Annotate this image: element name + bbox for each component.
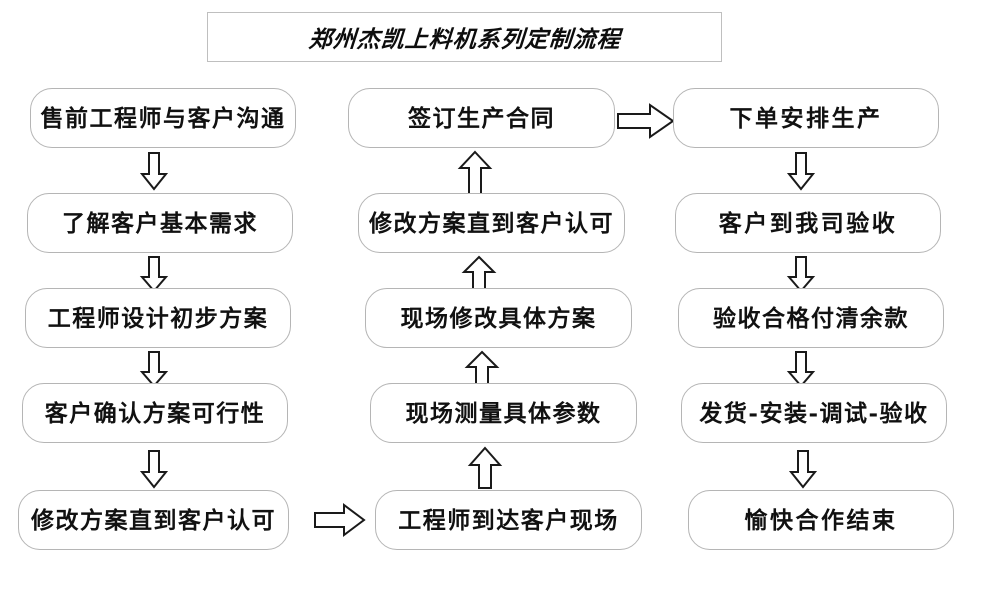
- node-col2-1[interactable]: 签订生产合同: [348, 88, 615, 148]
- node-label: 客户确认方案可行性: [44, 399, 266, 427]
- node-col1-5[interactable]: 修改方案直到客户认可: [18, 490, 289, 550]
- node-label: 下单安排生产: [729, 104, 883, 132]
- node-label: 签订生产合同: [408, 104, 555, 132]
- arrow-down-col3-2: [786, 256, 816, 293]
- arrow-down-col1-2: [139, 256, 169, 293]
- node-col1-4[interactable]: 客户确认方案可行性: [22, 383, 288, 443]
- node-col3-5[interactable]: 愉快合作结束: [688, 490, 954, 550]
- arrow-up-col2-4: [467, 446, 503, 489]
- node-col1-2[interactable]: 了解客户基本需求: [27, 193, 293, 253]
- node-label: 工程师设计初步方案: [47, 304, 269, 332]
- node-col3-3[interactable]: 验收合格付清余款: [678, 288, 944, 348]
- arrow-down-col3-4: [788, 450, 818, 489]
- node-label: 发货-安装-调试-验收: [699, 399, 929, 427]
- arrow-up-col2-3: [464, 350, 500, 385]
- node-col1-1[interactable]: 售前工程师与客户沟通: [30, 88, 296, 148]
- node-label: 了解客户基本需求: [62, 209, 258, 237]
- node-col3-1[interactable]: 下单安排生产: [673, 88, 939, 148]
- node-label: 客户到我司验收: [718, 209, 898, 237]
- arrow-down-col1-3: [139, 351, 169, 388]
- node-col3-4[interactable]: 发货-安装-调试-验收: [681, 383, 947, 443]
- arrow-down-col1-1: [139, 152, 169, 191]
- arrow-right-col1-to-col2: [314, 503, 366, 537]
- arrow-down-col3-1: [786, 152, 816, 191]
- node-label: 修改方案直到客户认可: [369, 209, 614, 237]
- node-label: 修改方案直到客户认可: [31, 506, 276, 534]
- node-col2-2[interactable]: 修改方案直到客户认可: [358, 193, 625, 253]
- arrow-down-col1-4: [139, 450, 169, 489]
- page-title: 郑州杰凯上料机系列定制流程: [307, 26, 622, 53]
- node-col2-4[interactable]: 现场测量具体参数: [370, 383, 637, 443]
- node-col1-3[interactable]: 工程师设计初步方案: [25, 288, 291, 348]
- node-label: 现场修改具体方案: [400, 304, 597, 332]
- node-label: 工程师到达客户现场: [398, 506, 619, 534]
- title-box: 郑州杰凯上料机系列定制流程: [207, 12, 722, 62]
- node-label: 愉快合作结束: [744, 506, 898, 534]
- arrow-right-col2-to-col3: [617, 103, 675, 139]
- node-label: 现场测量具体参数: [405, 399, 602, 427]
- node-col2-3[interactable]: 现场修改具体方案: [365, 288, 632, 348]
- node-label: 售前工程师与客户沟通: [40, 104, 286, 132]
- node-col3-2[interactable]: 客户到我司验收: [675, 193, 941, 253]
- arrow-down-col3-3: [786, 351, 816, 388]
- arrow-up-col2-2: [461, 255, 497, 290]
- node-col2-5[interactable]: 工程师到达客户现场: [375, 490, 642, 550]
- arrow-up-col2-1: [457, 150, 493, 195]
- node-label: 验收合格付清余款: [713, 304, 909, 332]
